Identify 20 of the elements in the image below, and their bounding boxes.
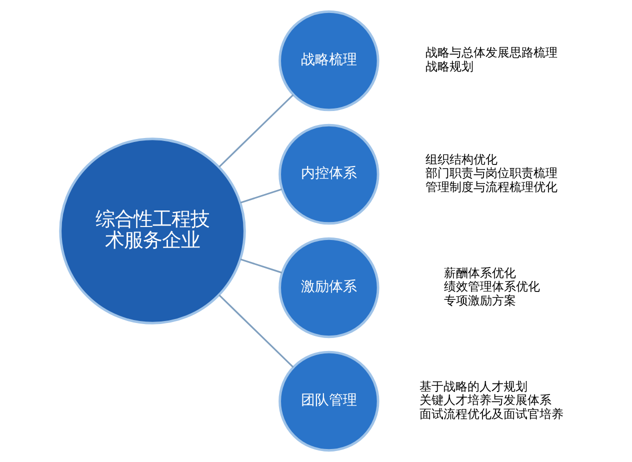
connector: [240, 258, 282, 274]
node-label: 关键人才培养与发展体系: [419, 393, 552, 408]
node-label: 薪酬体系优化: [443, 266, 516, 280]
node-label: 面试流程优化及面试官培养: [419, 406, 564, 421]
node-label: 组织结构优化: [425, 152, 498, 166]
node-circle: 激励体系: [278, 237, 379, 338]
connector: [218, 294, 294, 368]
node-label: 战略规划: [425, 60, 474, 74]
node-label: 部门职责与岗位职责梳理: [425, 166, 558, 180]
connector: [240, 188, 282, 204]
node-label: 专项激励方案: [443, 293, 516, 308]
node-label: 管理制度与流程梳理优化: [425, 180, 558, 194]
node-label: 绩效管理体系优化: [443, 280, 540, 294]
node-circle: 团队管理: [278, 350, 379, 452]
node-label: 基于战略的人才规划: [419, 379, 528, 394]
node-label: 战略与总体发展思路梳理: [425, 46, 558, 60]
node-circle: 综合性工程技术服务企业: [58, 138, 246, 324]
node-circle: 战略梳理: [278, 10, 379, 112]
node-circle: 内控体系: [278, 124, 379, 225]
connector: [218, 94, 294, 168]
